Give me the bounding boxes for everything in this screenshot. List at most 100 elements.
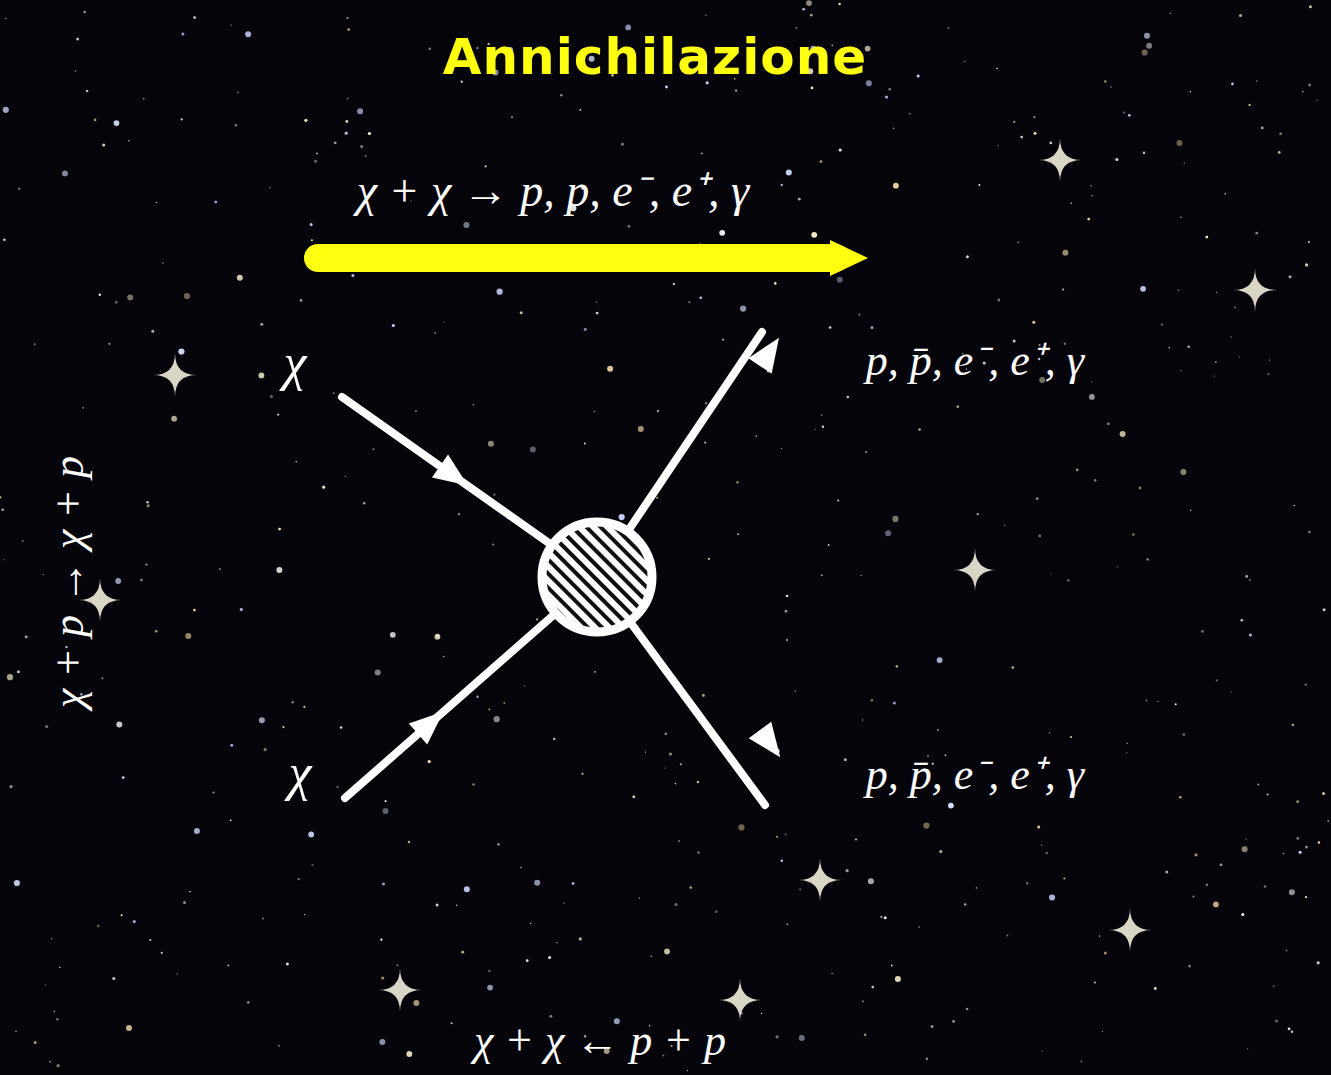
star	[838, 3, 840, 5]
star	[1132, 533, 1135, 536]
star	[665, 767, 666, 768]
star	[1294, 505, 1296, 507]
star	[722, 338, 724, 340]
star	[45, 984, 46, 985]
star	[340, 726, 343, 729]
star	[885, 96, 888, 99]
star	[862, 719, 864, 721]
star	[871, 986, 874, 989]
star	[1087, 218, 1090, 221]
star	[1140, 286, 1146, 292]
star	[524, 685, 525, 686]
star	[1115, 158, 1118, 161]
star	[1126, 752, 1127, 753]
star	[1126, 743, 1128, 745]
star	[383, 808, 389, 814]
bright-star	[953, 548, 997, 592]
star	[1089, 394, 1095, 400]
star	[918, 926, 920, 928]
star	[0, 496, 1, 498]
star	[3, 559, 4, 560]
star	[99, 294, 101, 296]
star	[669, 752, 672, 755]
star	[298, 878, 300, 880]
star	[102, 144, 105, 147]
star	[1283, 853, 1285, 855]
star	[996, 68, 998, 70]
star	[1288, 1027, 1291, 1030]
star	[735, 90, 737, 92]
star	[3, 107, 9, 113]
star	[503, 702, 505, 704]
star	[893, 183, 899, 189]
bright-star	[798, 858, 842, 902]
star	[837, 499, 839, 501]
star	[1289, 275, 1292, 278]
star	[311, 864, 313, 866]
star	[688, 301, 690, 303]
star	[128, 140, 129, 141]
star	[976, 887, 977, 888]
star	[333, 392, 335, 394]
star	[645, 752, 646, 753]
star	[1179, 796, 1182, 799]
star	[1216, 679, 1218, 681]
star	[451, 1022, 453, 1024]
star	[847, 396, 850, 399]
star	[1020, 136, 1023, 139]
star	[737, 533, 739, 535]
star	[347, 28, 350, 31]
star	[596, 301, 597, 302]
star	[846, 869, 849, 872]
star	[1291, 1031, 1294, 1034]
star	[151, 330, 154, 333]
star	[489, 709, 491, 711]
star	[665, 733, 668, 736]
star	[1018, 242, 1020, 244]
star	[579, 937, 582, 940]
star	[230, 744, 233, 747]
star	[375, 670, 381, 676]
star	[776, 836, 778, 838]
star	[276, 567, 282, 573]
star	[1269, 359, 1270, 360]
star	[461, 951, 464, 954]
star	[230, 819, 232, 821]
star	[18, 188, 20, 190]
star	[1180, 370, 1181, 371]
star	[156, 202, 157, 203]
star	[25, 635, 28, 638]
star	[1305, 683, 1307, 685]
star	[94, 119, 97, 122]
star	[259, 373, 265, 379]
star	[1092, 195, 1093, 196]
star	[1261, 127, 1264, 130]
star	[260, 323, 263, 326]
particle-label: p, p̄, e⁻, e⁺, γ	[866, 328, 1084, 388]
star	[736, 481, 738, 483]
star	[781, 860, 783, 862]
star	[1255, 232, 1258, 235]
star	[584, 443, 586, 445]
star	[697, 851, 700, 854]
star	[5, 18, 7, 20]
star	[548, 956, 551, 959]
star	[795, 690, 797, 692]
star	[966, 1008, 969, 1011]
star	[802, 8, 805, 11]
star	[408, 841, 411, 844]
star	[1013, 121, 1015, 123]
star	[1195, 853, 1198, 856]
star	[235, 124, 237, 126]
star	[392, 324, 395, 327]
star	[240, 608, 243, 611]
star	[464, 886, 470, 892]
star	[1205, 236, 1208, 239]
star	[917, 74, 920, 77]
star	[57, 1064, 60, 1067]
star	[178, 348, 184, 354]
star	[1305, 896, 1307, 898]
star	[1308, 241, 1310, 243]
star	[295, 461, 297, 463]
star	[176, 973, 178, 975]
